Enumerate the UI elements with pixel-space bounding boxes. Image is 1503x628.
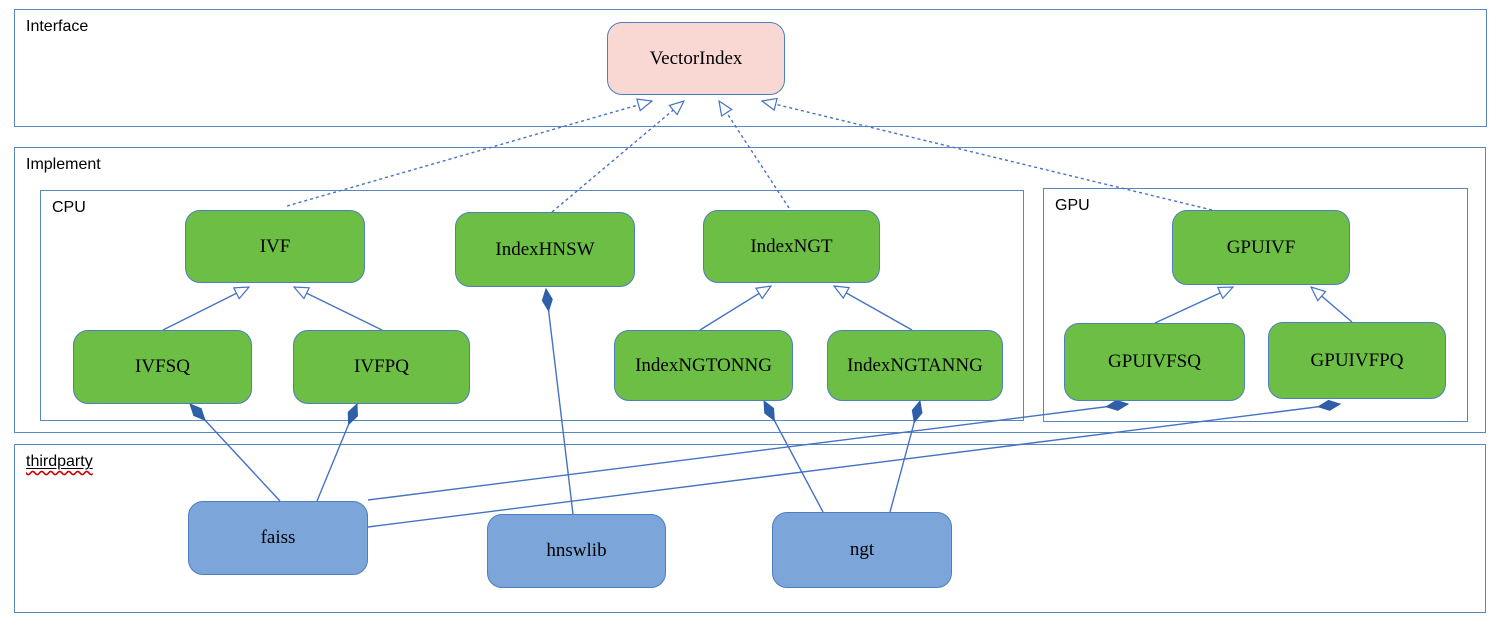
- node-label-ivf: IVF: [259, 235, 291, 257]
- node-gpuivfsq: GPUIVFSQ: [1064, 323, 1245, 401]
- group-label-thirdparty-text: thirdparty: [26, 453, 93, 470]
- node-indexngt: IndexNGT: [703, 210, 880, 283]
- group-label-thirdparty: thirdparty: [26, 453, 93, 471]
- node-label-hnswlib: hnswlib: [546, 540, 607, 561]
- node-label-ivfsq: IVFSQ: [135, 356, 190, 377]
- node-label-ivfpq: IVFPQ: [354, 356, 409, 377]
- node-ngt: ngt: [772, 512, 952, 588]
- node-indexngtonng: IndexNGTONNG: [614, 330, 793, 401]
- node-faiss: faiss: [188, 501, 368, 575]
- node-indexngtanng: IndexNGTANNG: [827, 330, 1003, 401]
- node-hnswlib: hnswlib: [487, 514, 666, 588]
- spellcheck-squiggle: thirdparty: [26, 453, 93, 470]
- group-label-implement: Implement: [26, 156, 101, 173]
- node-label-gpuivfsq: GPUIVFSQ: [1108, 351, 1201, 372]
- node-indexhnsw: IndexHNSW: [455, 212, 635, 287]
- node-label-indexhnsw: IndexHNSW: [495, 238, 595, 260]
- group-label-cpu: CPU: [52, 199, 86, 216]
- node-label-indexngtonng: IndexNGTONNG: [635, 354, 772, 376]
- node-label-ngt: ngt: [849, 539, 875, 560]
- node-gpuivfpq: GPUIVFPQ: [1268, 322, 1446, 399]
- node-gpuivf: GPUIVF: [1172, 210, 1350, 285]
- node-label-indexngtanng: IndexNGTANNG: [847, 354, 983, 376]
- group-label-gpu: GPU: [1055, 197, 1090, 214]
- node-ivf: IVF: [185, 210, 365, 283]
- node-vectorindex: VectorIndex: [607, 22, 785, 95]
- node-label-vectorindex: VectorIndex: [649, 47, 743, 69]
- node-label-faiss: faiss: [260, 527, 296, 548]
- node-ivfpq: IVFPQ: [293, 330, 470, 404]
- node-label-gpuivfpq: GPUIVFPQ: [1310, 349, 1404, 371]
- node-label-gpuivf: GPUIVF: [1226, 236, 1296, 258]
- group-label-interface: Interface: [26, 18, 89, 35]
- node-label-indexngt: IndexNGT: [750, 235, 833, 257]
- node-ivfsq: IVFSQ: [73, 330, 252, 404]
